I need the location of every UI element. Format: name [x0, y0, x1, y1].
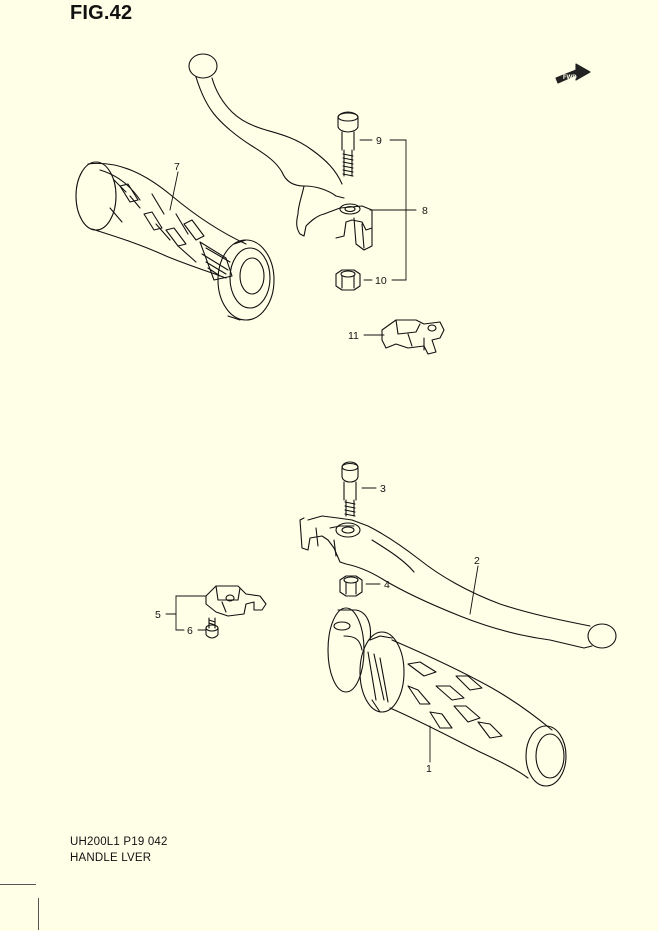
lower-pivot-bolt [341, 461, 359, 517]
upper-leader-lines [169, 139, 417, 336]
callout-9: 9 [376, 135, 382, 147]
figure-title: FIG.42 [70, 2, 133, 24]
corner-tick [38, 898, 39, 930]
section-name: HANDLE LVER [70, 852, 152, 864]
lower-lever [299, 515, 617, 649]
callout-5: 5 [155, 609, 161, 621]
lower-leader-lines [165, 487, 479, 763]
callout-8: 8 [422, 205, 428, 217]
lower-switch [205, 585, 267, 617]
lower-grip [327, 607, 567, 787]
lower-nut [339, 575, 363, 597]
fwd-label: FWD [563, 75, 577, 81]
callout-3: 3 [380, 483, 386, 495]
callout-7: 7 [174, 161, 180, 173]
fwd-arrow-icon: FWD [555, 63, 591, 84]
upper-grip [75, 161, 275, 321]
upper-nut [335, 269, 361, 291]
upper-lever [188, 53, 373, 251]
model-code: UH200L1 P19 042 [70, 836, 168, 848]
callout-6: 6 [187, 625, 193, 637]
upper-switch [381, 319, 445, 355]
callout-10: 10 [375, 275, 387, 287]
upper-pivot-bolt [337, 111, 359, 177]
callout-11: 11 [348, 330, 359, 342]
lower-screw [205, 617, 219, 639]
callout-1: 1 [426, 763, 432, 775]
callout-4: 4 [384, 579, 390, 591]
corner-mark [0, 884, 36, 931]
callout-2: 2 [474, 555, 480, 567]
